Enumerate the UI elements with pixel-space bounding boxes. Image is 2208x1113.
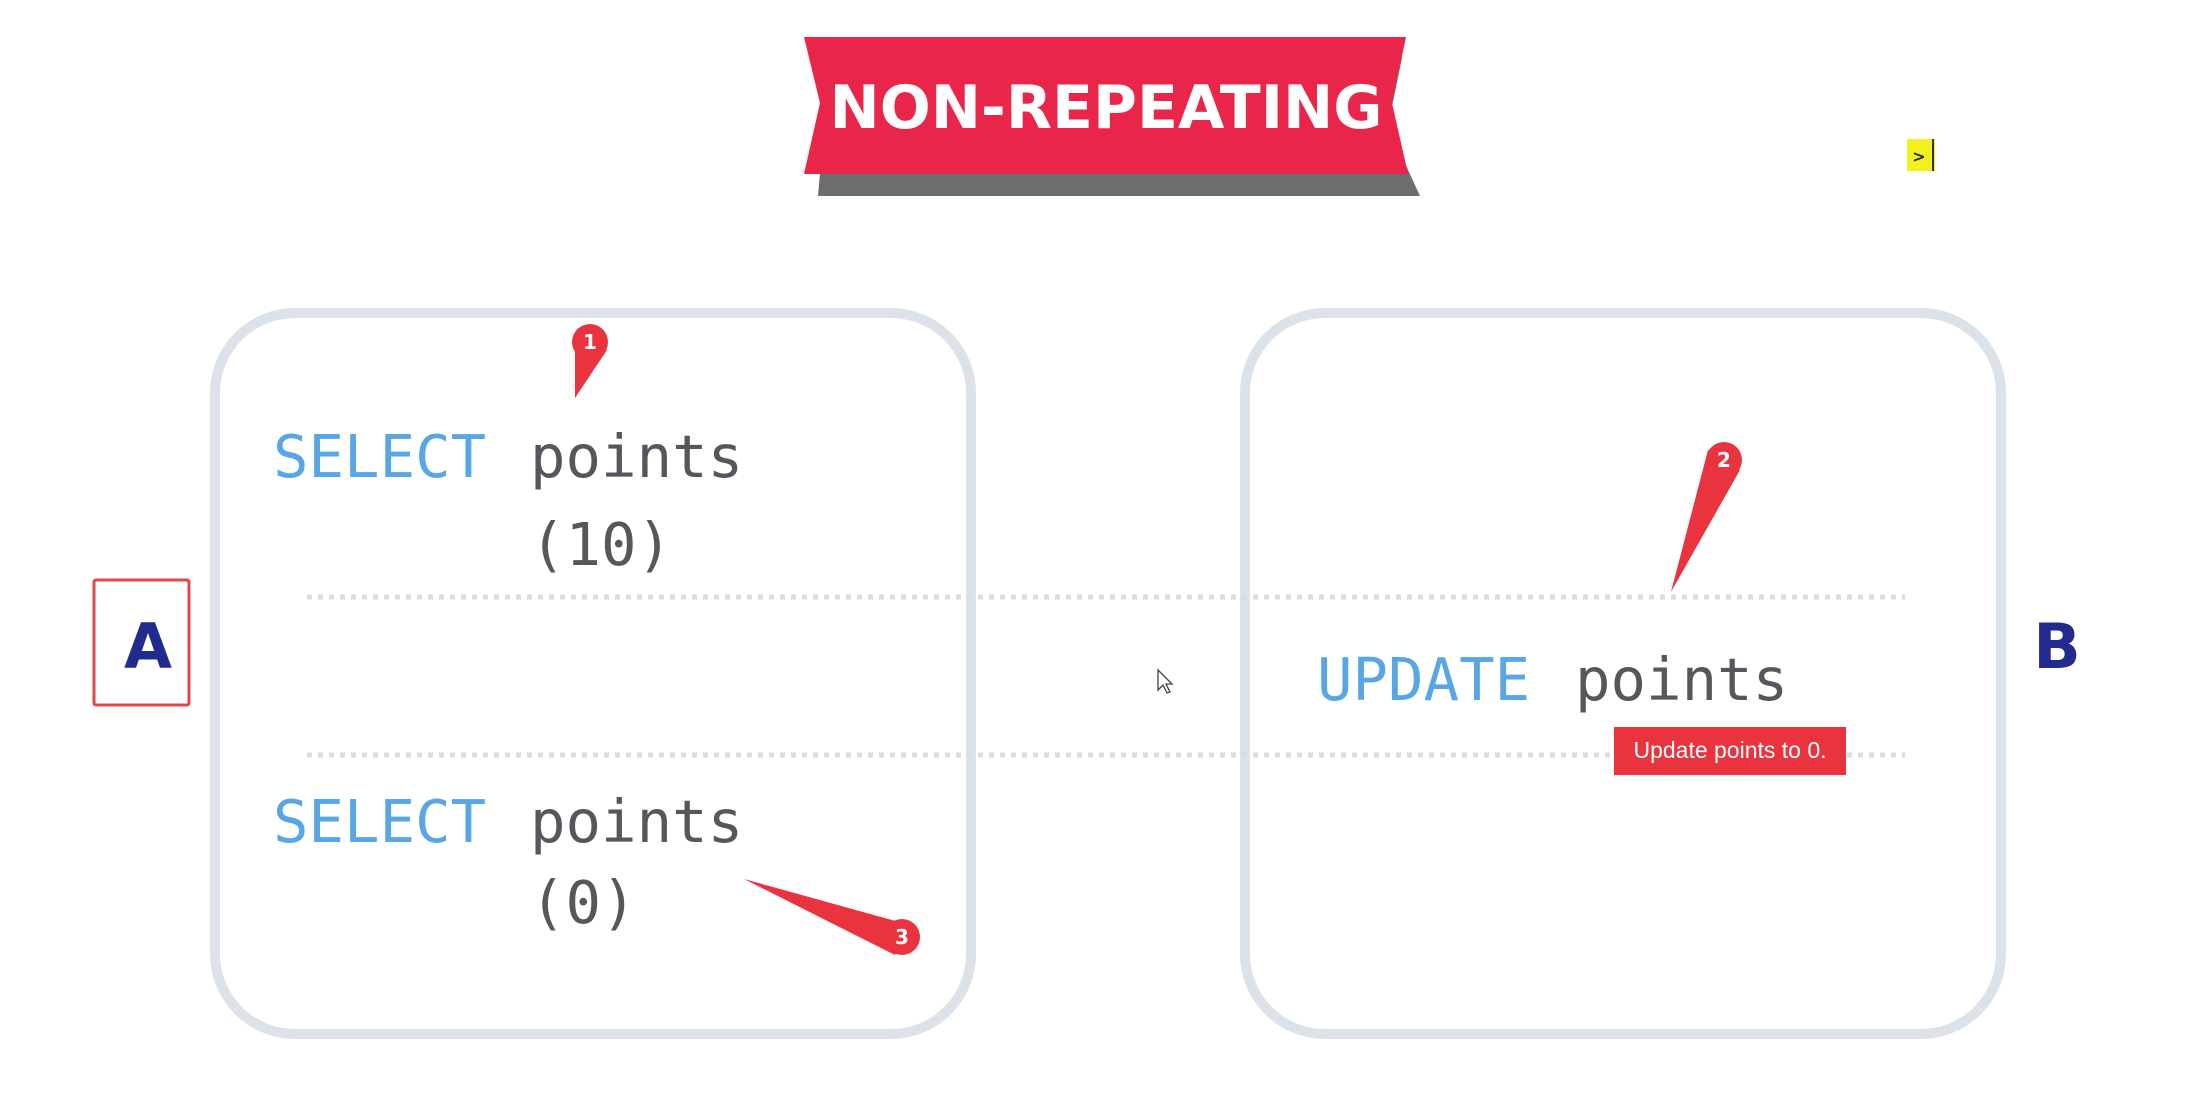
tooltip-background	[1614, 727, 1846, 775]
marker-2-tooltip: Update points to 0.	[1614, 727, 1846, 775]
marker-1-number[interactable]: 1	[583, 330, 597, 354]
mouse-cursor-icon	[1157, 668, 1174, 694]
statement-target: points	[530, 422, 743, 491]
statement-keyword: UPDATE	[1317, 645, 1530, 714]
tooltip-text: Update points to 0.	[1633, 737, 1826, 763]
transaction-a-letter[interactable]: A	[124, 610, 172, 683]
marker-2-number[interactable]: 2	[1717, 448, 1731, 472]
statement-b-1: UPDATE points	[1317, 645, 1788, 714]
marker-2-pin[interactable]	[1706, 442, 1742, 478]
statement-keyword: SELECT	[273, 787, 486, 856]
statement-a-2: SELECT points (0)	[273, 787, 743, 937]
marker-3-pointer	[744, 879, 910, 955]
marker-1[interactable]: 1	[572, 324, 608, 398]
next-slide-button[interactable]: >	[1907, 139, 1935, 171]
next-button-label[interactable]: >	[1912, 147, 1925, 166]
banner-title: NON-REPEATING	[830, 73, 1383, 143]
statement-keyword: SELECT	[273, 422, 486, 491]
banner-ribbon	[804, 37, 1408, 174]
marker-2[interactable]: 2	[1671, 442, 1742, 592]
marker-3-number[interactable]: 3	[895, 925, 909, 949]
title-banner: NON-REPEATING	[804, 37, 1420, 196]
transaction-a-label[interactable]: A	[92, 578, 191, 707]
next-button-background[interactable]	[1907, 139, 1935, 171]
statement-a-1: SELECT points (10)	[273, 422, 743, 579]
statement-result: (0)	[530, 868, 637, 937]
transaction-a-box	[210, 308, 976, 1039]
statement-result: (10)	[530, 510, 672, 579]
transaction-b-box	[1240, 308, 2006, 1039]
statement-target: points	[530, 787, 743, 856]
marker-3-pin[interactable]	[884, 919, 920, 955]
transaction-b-letter[interactable]: B	[2033, 610, 2080, 683]
statement-target: points	[1575, 645, 1788, 714]
marker-1-pin[interactable]	[572, 324, 608, 360]
transaction-a-selected-frame[interactable]	[92, 578, 191, 707]
marker-3[interactable]: 3	[744, 879, 920, 955]
marker-2-pointer	[1671, 450, 1740, 592]
